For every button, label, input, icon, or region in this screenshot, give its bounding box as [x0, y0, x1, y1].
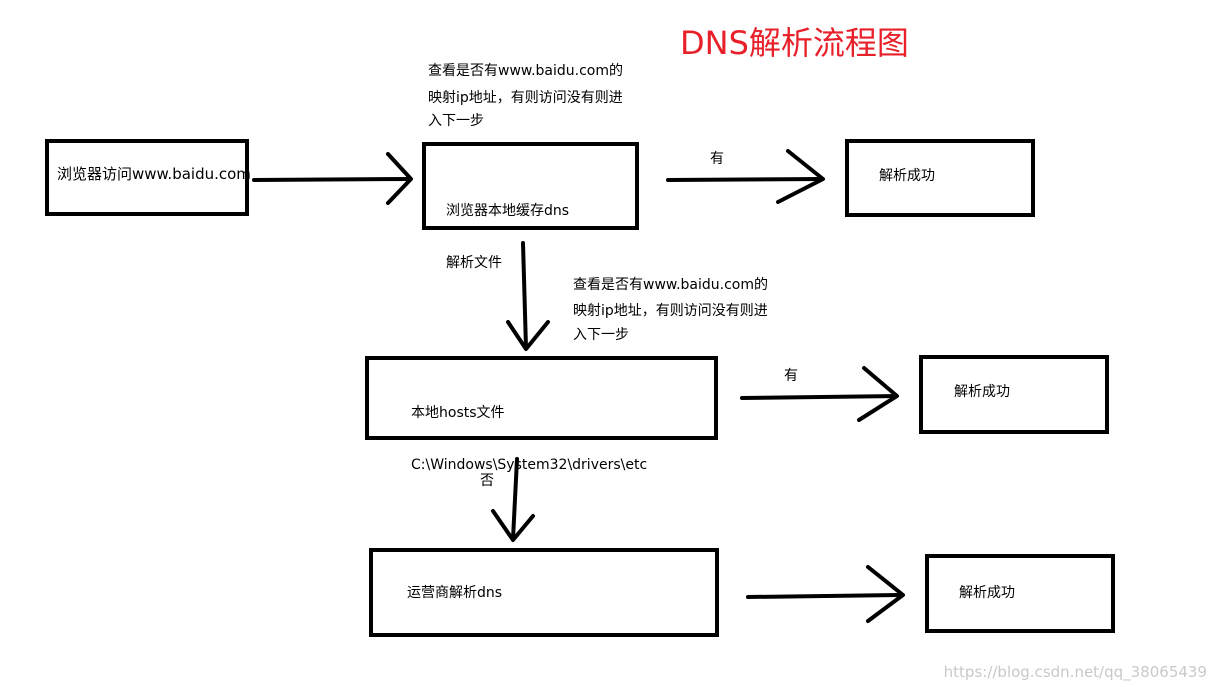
arrow-cache-to-hosts	[506, 241, 550, 351]
note-top-line-1: 查看是否有www.baidu.com的	[428, 63, 623, 79]
browser-visit-box: 浏览器访问www.baidu.com	[45, 139, 251, 216]
note-middle-line-2: 映射ip地址，有则访问没有则进	[573, 303, 768, 319]
edge-label-yes-1: 有	[710, 151, 724, 167]
success-label-1: 解析成功	[879, 168, 935, 184]
edge-label-no: 否	[480, 473, 494, 489]
note-top-line-2: 映射ip地址，有则访问没有则进	[428, 90, 623, 106]
hosts-file-line-1: 本地hosts文件	[411, 405, 505, 421]
arrow-isp-to-success	[746, 565, 905, 623]
success-box-3: 解析成功	[925, 554, 1115, 633]
success-box-1: 解析成功	[845, 139, 1035, 217]
hosts-file-label: 本地hosts文件 C:\Windows\System32\drivers\et…	[411, 374, 647, 504]
isp-dns-box: 运营商解析dns	[369, 548, 719, 637]
note-middle-line-1: 查看是否有www.baidu.com的	[573, 277, 768, 293]
arrow-visit-to-cache	[252, 152, 413, 205]
browser-visit-label: 浏览器访问www.baidu.com	[57, 165, 251, 183]
hosts-file-line-2: C:\Windows\System32\drivers\etc	[411, 457, 648, 473]
hosts-file-box: 本地hosts文件 C:\Windows\System32\drivers\et…	[365, 356, 718, 473]
watermark: https://blog.csdn.net/qq_38065439	[943, 663, 1207, 681]
browser-cache-box: 浏览器本地缓存dns 解析文件	[422, 142, 639, 271]
note-top: 查看是否有www.baidu.com的 映射ip地址，有则访问没有则进 入下一步	[428, 60, 623, 133]
arrow-hosts-to-success	[740, 366, 899, 422]
success-label-2: 解析成功	[954, 384, 1010, 400]
browser-cache-line-1: 浏览器本地缓存dns	[446, 203, 570, 219]
browser-cache-line-2: 解析文件	[446, 255, 502, 271]
diagram-title: DNS解析流程图	[680, 24, 909, 62]
arrow-hosts-to-isp	[491, 457, 535, 542]
note-middle-line-3: 入下一步	[573, 327, 629, 343]
browser-cache-label: 浏览器本地缓存dns 解析文件	[446, 172, 569, 302]
isp-dns-label: 运营商解析dns	[407, 585, 503, 601]
edge-label-yes-2: 有	[784, 368, 798, 384]
arrow-cache-to-success	[666, 149, 825, 204]
note-top-line-3: 入下一步	[428, 113, 484, 129]
note-middle: 查看是否有www.baidu.com的 映射ip地址，有则访问没有则进 入下一步	[573, 274, 768, 347]
success-box-2: 解析成功	[919, 355, 1109, 434]
success-label-3: 解析成功	[959, 585, 1015, 601]
